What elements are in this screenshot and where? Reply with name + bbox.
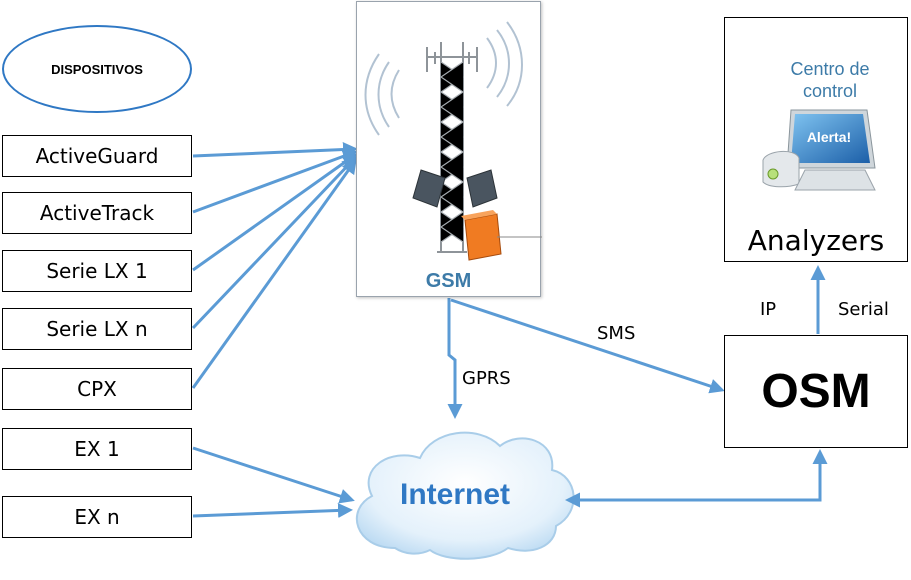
sms-label: SMS [597,323,636,344]
internet-cloud [355,431,575,560]
device-serie-lx-n: Serie LX n [2,308,192,350]
gsm-tower-icon [364,21,542,261]
device-activetrack: ActiveTrack [2,192,192,234]
gprs-label: GPRS [462,368,511,389]
devices-ellipse: DISPOSITIVOS [2,25,192,113]
internet-label: Internet [399,478,510,511]
device-activeguard: ActiveGuard [2,135,192,177]
device-ex-1: EX 1 [2,428,192,470]
internet-osm-arrow [565,449,828,508]
osm-panel: OSM [724,335,908,448]
gsm-panel [356,1,542,297]
device-ex-n: EX n [2,496,192,538]
gprs-arrow [447,298,463,419]
ip-label: IP [760,299,777,320]
serial-label: Serial [838,299,889,320]
device-to-gsm-arrows [191,142,358,389]
sms-arrow [450,298,725,394]
centro-de-control-label: Centro de control [790,59,870,101]
analyzers-panel: Alerta! [724,17,908,262]
devices-ellipse-label: DISPOSITIVOS [51,61,143,77]
device-cpx: CPX [2,368,192,410]
ex-to-internet-arrows [192,446,355,518]
device-serie-lx-1: Serie LX 1 [2,250,192,292]
osm-label: OSM [761,365,871,418]
gsm-label: GSM [425,270,472,292]
analyzers-label: Analyzers [747,224,885,257]
alert-screen-text: Alerta! [807,129,851,145]
computer-icon: Alerta! [762,109,876,191]
